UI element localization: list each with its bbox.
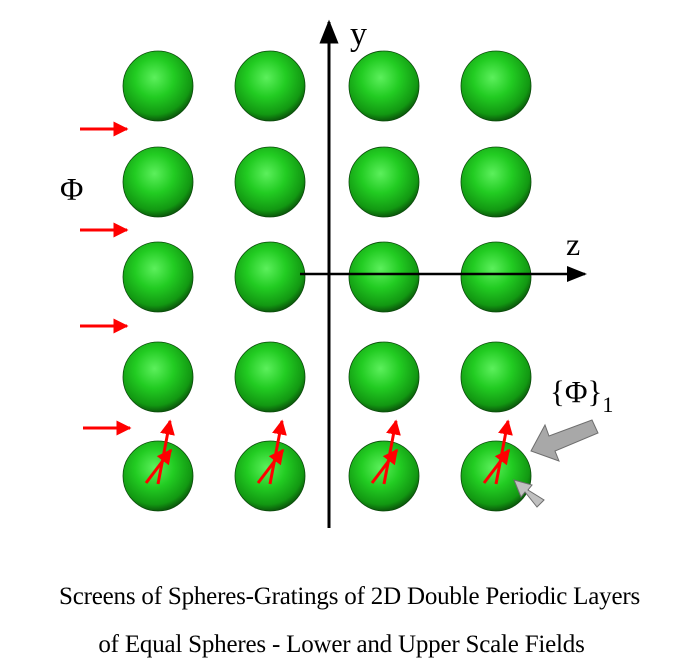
caption-line-1: Screens of Spheres-Gratings of 2D Double… [59,583,640,610]
scattered-field-arrow [256,448,285,484]
sphere [122,341,194,413]
sphere-grid [122,50,532,512]
scattered-field-arrow [482,448,511,484]
sphere [348,146,420,218]
sphere [234,341,306,413]
sphere [460,341,532,413]
sphere [460,50,532,122]
pointer-arrow-large [530,419,599,462]
sphere [348,241,420,313]
scattered-field-arrow [268,419,287,485]
sphere [460,241,532,313]
scattered-field-arrow [144,448,173,484]
caption-line-2: of Equal Spheres - Lower and Upper Scale… [98,631,585,658]
sphere [234,241,306,313]
sphere [122,50,194,122]
scattered-field-arrow [494,419,513,485]
sphere [122,146,194,218]
y-axis-label: y [350,16,367,53]
scattered-field-arrow [370,448,399,484]
scattered-field-subscript: 1 [602,392,613,417]
scattered-field-arrow [156,419,175,485]
sphere [234,50,306,122]
incident-field-arrows [80,121,132,436]
sphere [348,50,420,122]
sphere [460,146,532,218]
scattered-field-arrow [382,419,401,485]
scattered-field-arrows [144,419,513,485]
z-axis-label: z [566,226,580,262]
sphere [348,341,420,413]
sphere [234,146,306,218]
sphere [122,241,194,313]
incident-field-label: Φ [60,171,83,207]
scattered-field-label: {Φ}1 [550,374,613,417]
pointer-arrow-small [513,479,545,508]
